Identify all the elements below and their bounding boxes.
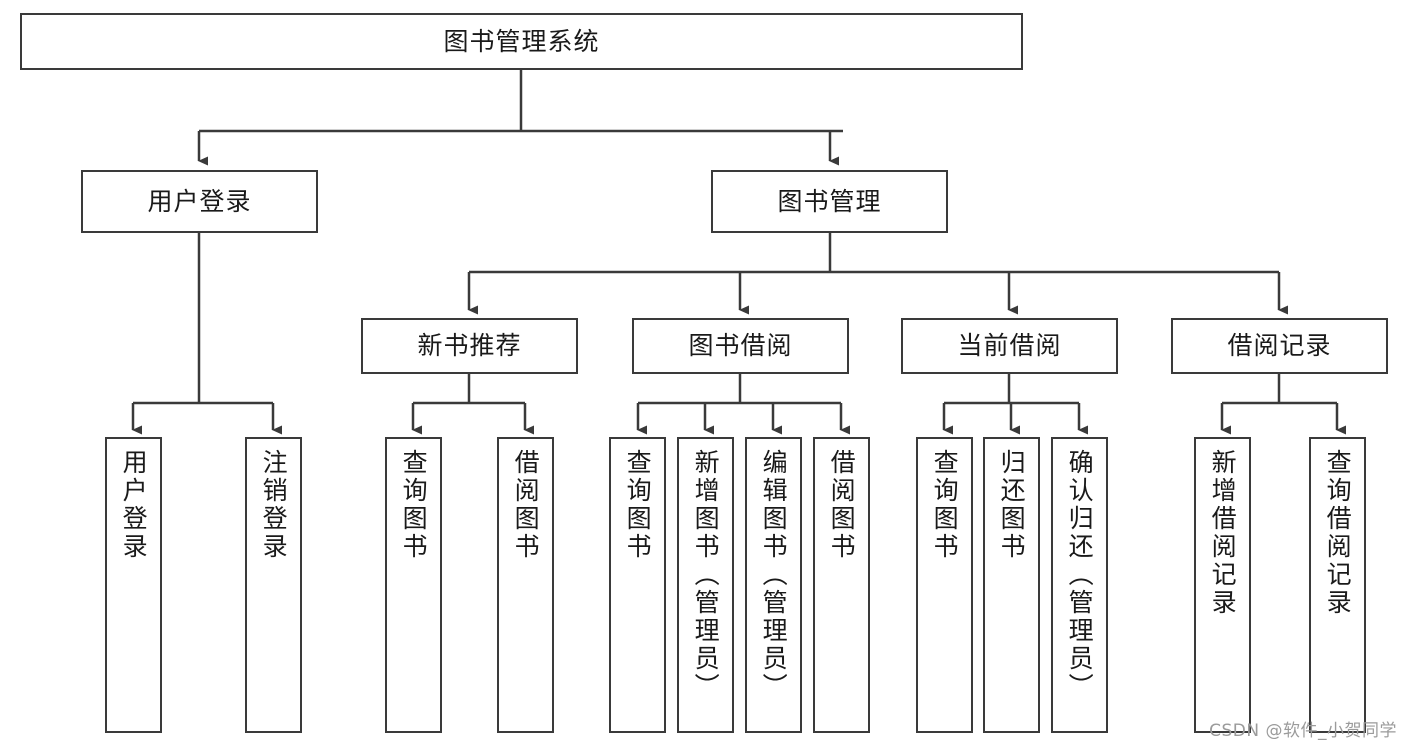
node-root-label: 图书管理系统 — [443, 26, 600, 56]
node-borrow-record[interactable]: 借阅记录 — [1171, 318, 1388, 374]
node-leaf-add-book[interactable]: 新增图书（管理员） — [677, 437, 734, 733]
node-current-borrow-label: 当前借阅 — [957, 331, 1062, 361]
node-borrow-record-label: 借阅记录 — [1227, 331, 1332, 361]
node-leaf-query-book-1[interactable]: 查询图书 — [385, 437, 442, 733]
node-leaf-borrow-book-1-label: 借阅图书 — [511, 449, 541, 561]
node-leaf-confirm-return-label: 确认归还（管理员） — [1065, 449, 1095, 701]
node-leaf-confirm-return[interactable]: 确认归还（管理员） — [1051, 437, 1108, 733]
node-leaf-query-record-label: 查询借阅记录 — [1323, 449, 1353, 617]
node-leaf-query-book-2-label: 查询图书 — [623, 449, 653, 561]
watermark-text: CSDN @软件_小贺同学 — [1209, 721, 1397, 741]
node-book-management[interactable]: 图书管理 — [711, 170, 948, 233]
node-new-book-recommend[interactable]: 新书推荐 — [361, 318, 578, 374]
node-root[interactable]: 图书管理系统 — [20, 13, 1023, 70]
node-leaf-user-login[interactable]: 用户登录 — [105, 437, 162, 733]
node-leaf-query-book-3[interactable]: 查询图书 — [916, 437, 973, 733]
node-leaf-query-book-3-label: 查询图书 — [930, 449, 960, 561]
node-leaf-add-record[interactable]: 新增借阅记录 — [1194, 437, 1251, 733]
node-leaf-logout-label: 注销登录 — [259, 449, 289, 561]
node-book-borrow[interactable]: 图书借阅 — [632, 318, 849, 374]
node-leaf-borrow-book-1[interactable]: 借阅图书 — [497, 437, 554, 733]
node-leaf-query-book-2[interactable]: 查询图书 — [609, 437, 666, 733]
node-new-book-recommend-label: 新书推荐 — [417, 331, 522, 361]
node-leaf-user-login-label: 用户登录 — [119, 449, 149, 561]
node-leaf-logout[interactable]: 注销登录 — [245, 437, 302, 733]
node-leaf-add-record-label: 新增借阅记录 — [1208, 449, 1238, 617]
node-leaf-return-book[interactable]: 归还图书 — [983, 437, 1040, 733]
node-leaf-borrow-book-2[interactable]: 借阅图书 — [813, 437, 870, 733]
node-leaf-add-book-label: 新增图书（管理员） — [691, 449, 721, 701]
node-leaf-query-record[interactable]: 查询借阅记录 — [1309, 437, 1366, 733]
node-leaf-edit-book[interactable]: 编辑图书（管理员） — [745, 437, 802, 733]
node-book-management-label: 图书管理 — [777, 186, 882, 216]
node-leaf-return-book-label: 归还图书 — [997, 449, 1027, 561]
node-user-login[interactable]: 用户登录 — [81, 170, 318, 233]
node-leaf-edit-book-label: 编辑图书（管理员） — [759, 449, 789, 701]
node-book-borrow-label: 图书借阅 — [688, 331, 793, 361]
node-user-login-label: 用户登录 — [147, 186, 252, 216]
node-leaf-borrow-book-2-label: 借阅图书 — [827, 449, 857, 561]
node-current-borrow[interactable]: 当前借阅 — [901, 318, 1118, 374]
node-leaf-query-book-1-label: 查询图书 — [399, 449, 429, 561]
